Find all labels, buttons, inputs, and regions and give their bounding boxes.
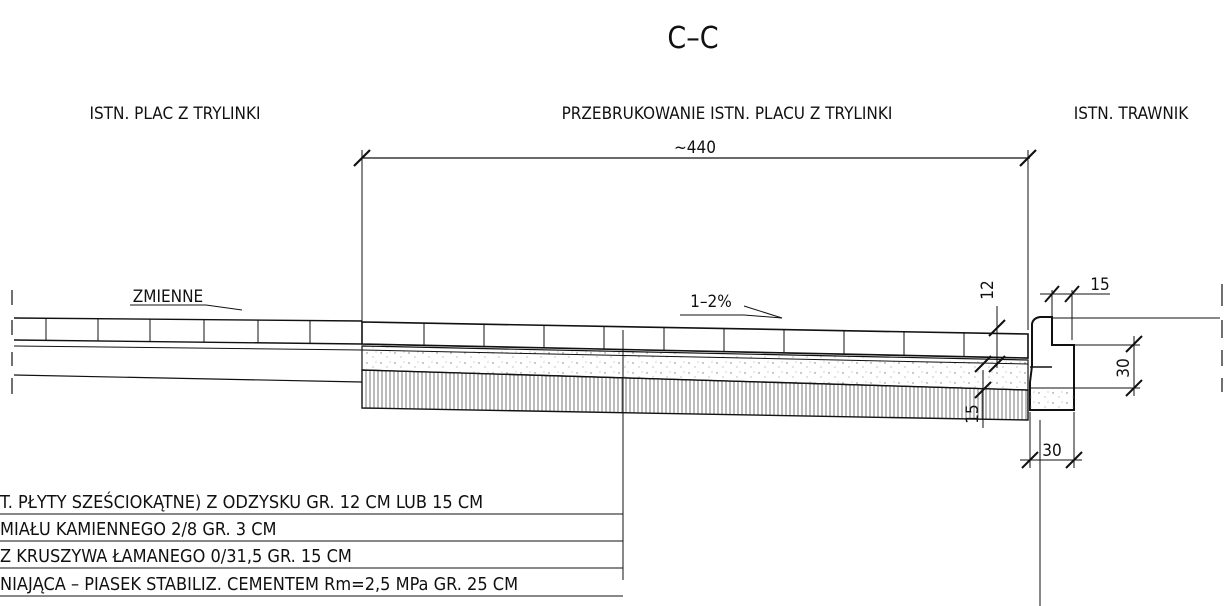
new-pavement-structure: 1–2% [361,292,1029,580]
slope-label: 1–2% [690,292,732,312]
zone-label-right: ISTN. TRAWNIK [1074,104,1190,124]
curb [1029,284,1223,606]
curb-dimensions: 12 15 15 30 30 [963,275,1143,469]
width-dimension: ~440 [353,138,1037,330]
curb-top-width-label: 15 [1090,275,1109,295]
legend-row: T. PŁYTY SZEŚCIOKĄTNE) Z ODZYSKU GR. 12 … [0,491,483,513]
layer-legend: T. PŁYTY SZEŚCIOKĄTNE) Z ODZYSKU GR. 12 … [0,491,623,597]
legend-row: NIAJĄCA – PIASEK STABILIZ. CEMENTEM Rm=2… [0,574,518,595]
paving-thickness-label: 12 [978,280,998,299]
curb-bottom-width-label: 30 [1042,441,1061,461]
width-dimension-label: ~440 [674,138,716,158]
section-title: C–C [667,21,718,56]
legend-row: Z KRUSZYWA ŁAMANEGO 0/31,5 GR. 15 CM [0,546,352,567]
curb-height-label: 30 [1114,358,1134,377]
legend-row: MIAŁU KAMIENNEGO 2/8 GR. 3 CM [0,519,277,540]
zone-label-middle: PRZEBRUKOWANIE ISTN. PLACU Z TRYLINKI [562,104,893,124]
variable-slope-label: ZMIENNE [133,287,203,307]
base-thickness-label: 15 [963,404,983,423]
existing-pavement-left: ZMIENNE [11,287,363,394]
zone-label-left: ISTN. PLAC Z TRYLINKI [89,104,260,124]
